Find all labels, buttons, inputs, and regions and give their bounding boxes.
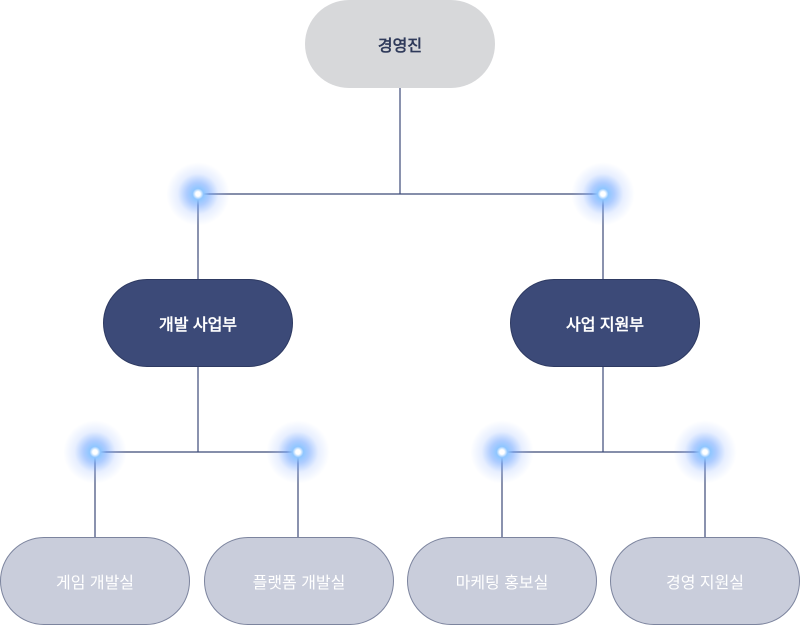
team-label: 게임 개발실 — [55, 575, 135, 592]
team-node-management-support: 경영 지원실 — [610, 537, 800, 625]
glow-junction-dot — [470, 420, 534, 484]
division-label: 개발 사업부 — [158, 317, 238, 334]
glow-junction-dot — [571, 162, 635, 226]
team-node-platform-development: 플랫폼 개발실 — [204, 537, 394, 625]
executive-node: 경영진 — [305, 0, 495, 88]
executive-label: 경영진 — [377, 38, 423, 55]
team-label: 플랫폼 개발실 — [252, 575, 346, 592]
division-label: 사업 지원부 — [565, 317, 645, 334]
team-label: 경영 지원실 — [665, 575, 745, 592]
glow-junction-dot — [166, 162, 230, 226]
team-label: 마케팅 홍보실 — [455, 575, 549, 592]
division-node-business-support: 사업 지원부 — [510, 279, 700, 367]
division-node-development: 개발 사업부 — [103, 279, 293, 367]
team-node-marketing-pr: 마케팅 홍보실 — [407, 537, 597, 625]
team-node-game-development: 게임 개발실 — [0, 537, 190, 625]
glow-junction-dot — [673, 420, 737, 484]
glow-junction-dot — [63, 420, 127, 484]
glow-junction-dot — [266, 420, 330, 484]
